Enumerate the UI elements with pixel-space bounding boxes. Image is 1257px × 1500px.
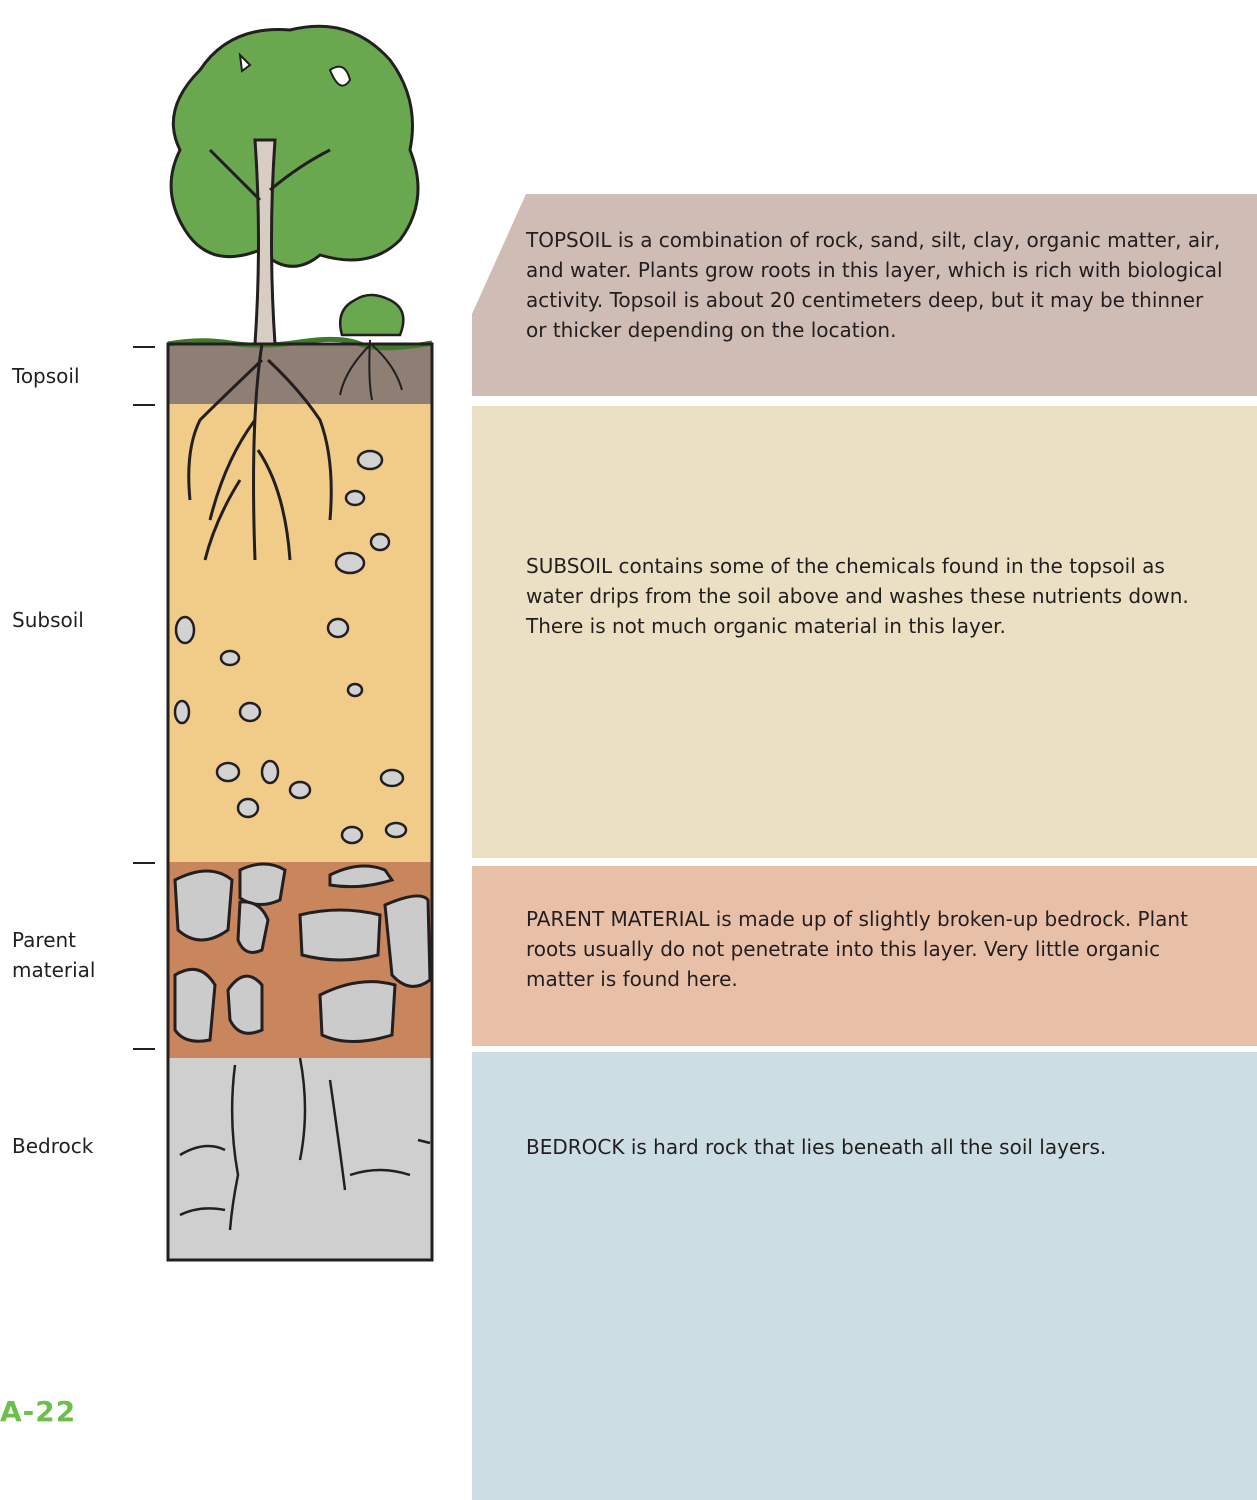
label-parent-material: Parent material [12,925,95,985]
tree-trunk [255,140,275,344]
label-subsoil: Subsoil [12,605,84,635]
panel-bedrock: BEDROCK is hard rock that lies beneath a… [472,1052,1257,1500]
label-topsoil: Topsoil [12,361,80,391]
boundary-tick-subsoil-parent [133,862,155,864]
tree-canopy [171,26,418,266]
bedrock-description: BEDROCK is hard rock that lies beneath a… [526,1132,1226,1162]
topsoil-description: TOPSOIL is a combination of rock, sand, … [526,225,1226,345]
panel-subsoil: SUBSOIL contains some of the chemicals f… [472,406,1257,858]
boundary-tick-topsoil-subsoil [133,404,155,406]
label-bedrock: Bedrock [12,1131,93,1161]
boundary-tick-parent-bedrock [133,1048,155,1050]
panel-parent-material: PARENT MATERIAL is made up of slightly b… [472,866,1257,1046]
panel-topsoil: TOPSOIL is a combination of rock, sand, … [472,194,1257,396]
subsoil-description: SUBSOIL contains some of the chemicals f… [526,551,1226,641]
page-number: A-22 [0,1395,76,1428]
boundary-tick-surface [133,346,155,348]
parent-material-description: PARENT MATERIAL is made up of slightly b… [526,904,1226,994]
soil-profile-illustration [0,0,470,1300]
shrub [340,295,403,335]
